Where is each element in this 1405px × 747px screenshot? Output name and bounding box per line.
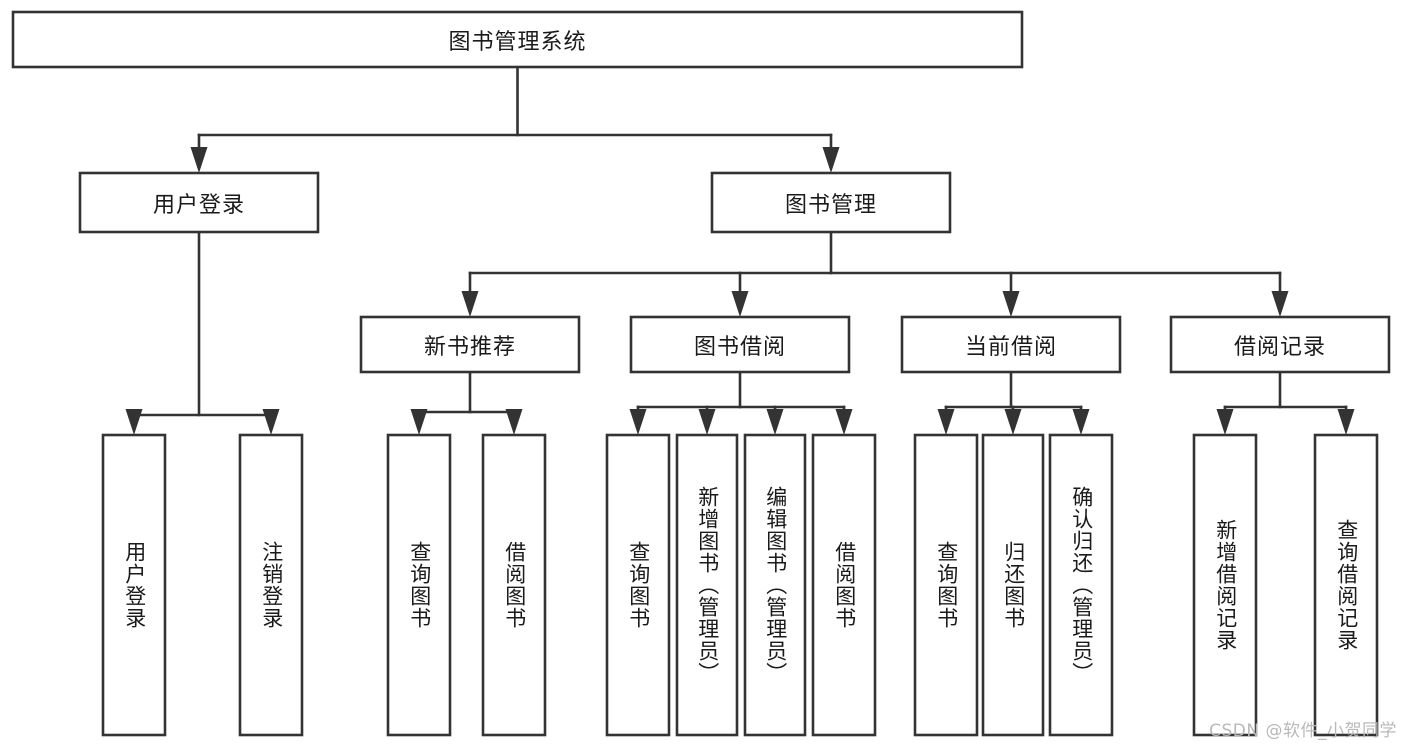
node-box-l4-03[interactable] [386, 433, 452, 737]
node-box-l3d[interactable] [1169, 315, 1391, 374]
node-box-l4-02[interactable] [238, 433, 304, 737]
arrow-head-l4_03 [410, 409, 428, 435]
node-box-l4-13[interactable] [1313, 433, 1379, 737]
watermark-text: CSDN @软件_小贺同学 [1209, 721, 1397, 741]
node-box-l4-06[interactable] [675, 433, 739, 737]
node-box-l3b[interactable] [629, 315, 851, 374]
arrow-head-l4_08 [835, 409, 853, 435]
node-box-l4-09[interactable] [913, 433, 979, 737]
node-box-l4-12[interactable] [1192, 433, 1258, 737]
arrow-head-l4_09 [937, 409, 955, 435]
arrow-head-l4_05 [629, 409, 647, 435]
node-box-root[interactable] [11, 10, 1024, 69]
node-box-l3c[interactable] [900, 315, 1122, 374]
arrow-head-l4_13 [1337, 409, 1355, 435]
arrow-head-l4_04 [505, 409, 523, 435]
edges-layer [125, 65, 1355, 435]
arrow-head-l4_10 [1004, 409, 1022, 435]
arrow-head-l3d [1271, 291, 1289, 317]
node-box-l4-07[interactable] [743, 433, 807, 737]
node-box-l4-10[interactable] [981, 433, 1045, 737]
node-box-l4-01[interactable] [101, 433, 167, 737]
arrow-head-l4_01 [125, 409, 143, 435]
arrow-head-l3c [1002, 291, 1020, 317]
node-box-l4-05[interactable] [605, 433, 671, 737]
arrow-head-l4_11 [1072, 409, 1090, 435]
arrow-head-l4_12 [1216, 409, 1234, 435]
node-box-l4-04[interactable] [481, 433, 547, 737]
arrow-head-l2b [822, 147, 840, 173]
arrow-head-l4_02 [262, 409, 280, 435]
node-box-l2a[interactable] [78, 171, 320, 234]
node-box-l3a[interactable] [359, 315, 581, 374]
node-box-l4-11[interactable] [1048, 433, 1114, 737]
arrow-head-l3a [461, 291, 479, 317]
arrow-head-l4_07 [766, 409, 784, 435]
arrow-head-l2a [190, 147, 208, 173]
node-box-l2b[interactable] [710, 171, 952, 234]
arrow-head-l4_06 [698, 409, 716, 435]
node-box-l4-08[interactable] [811, 433, 877, 737]
arrow-head-l3b [731, 291, 749, 317]
nodes-layer [11, 10, 1391, 737]
